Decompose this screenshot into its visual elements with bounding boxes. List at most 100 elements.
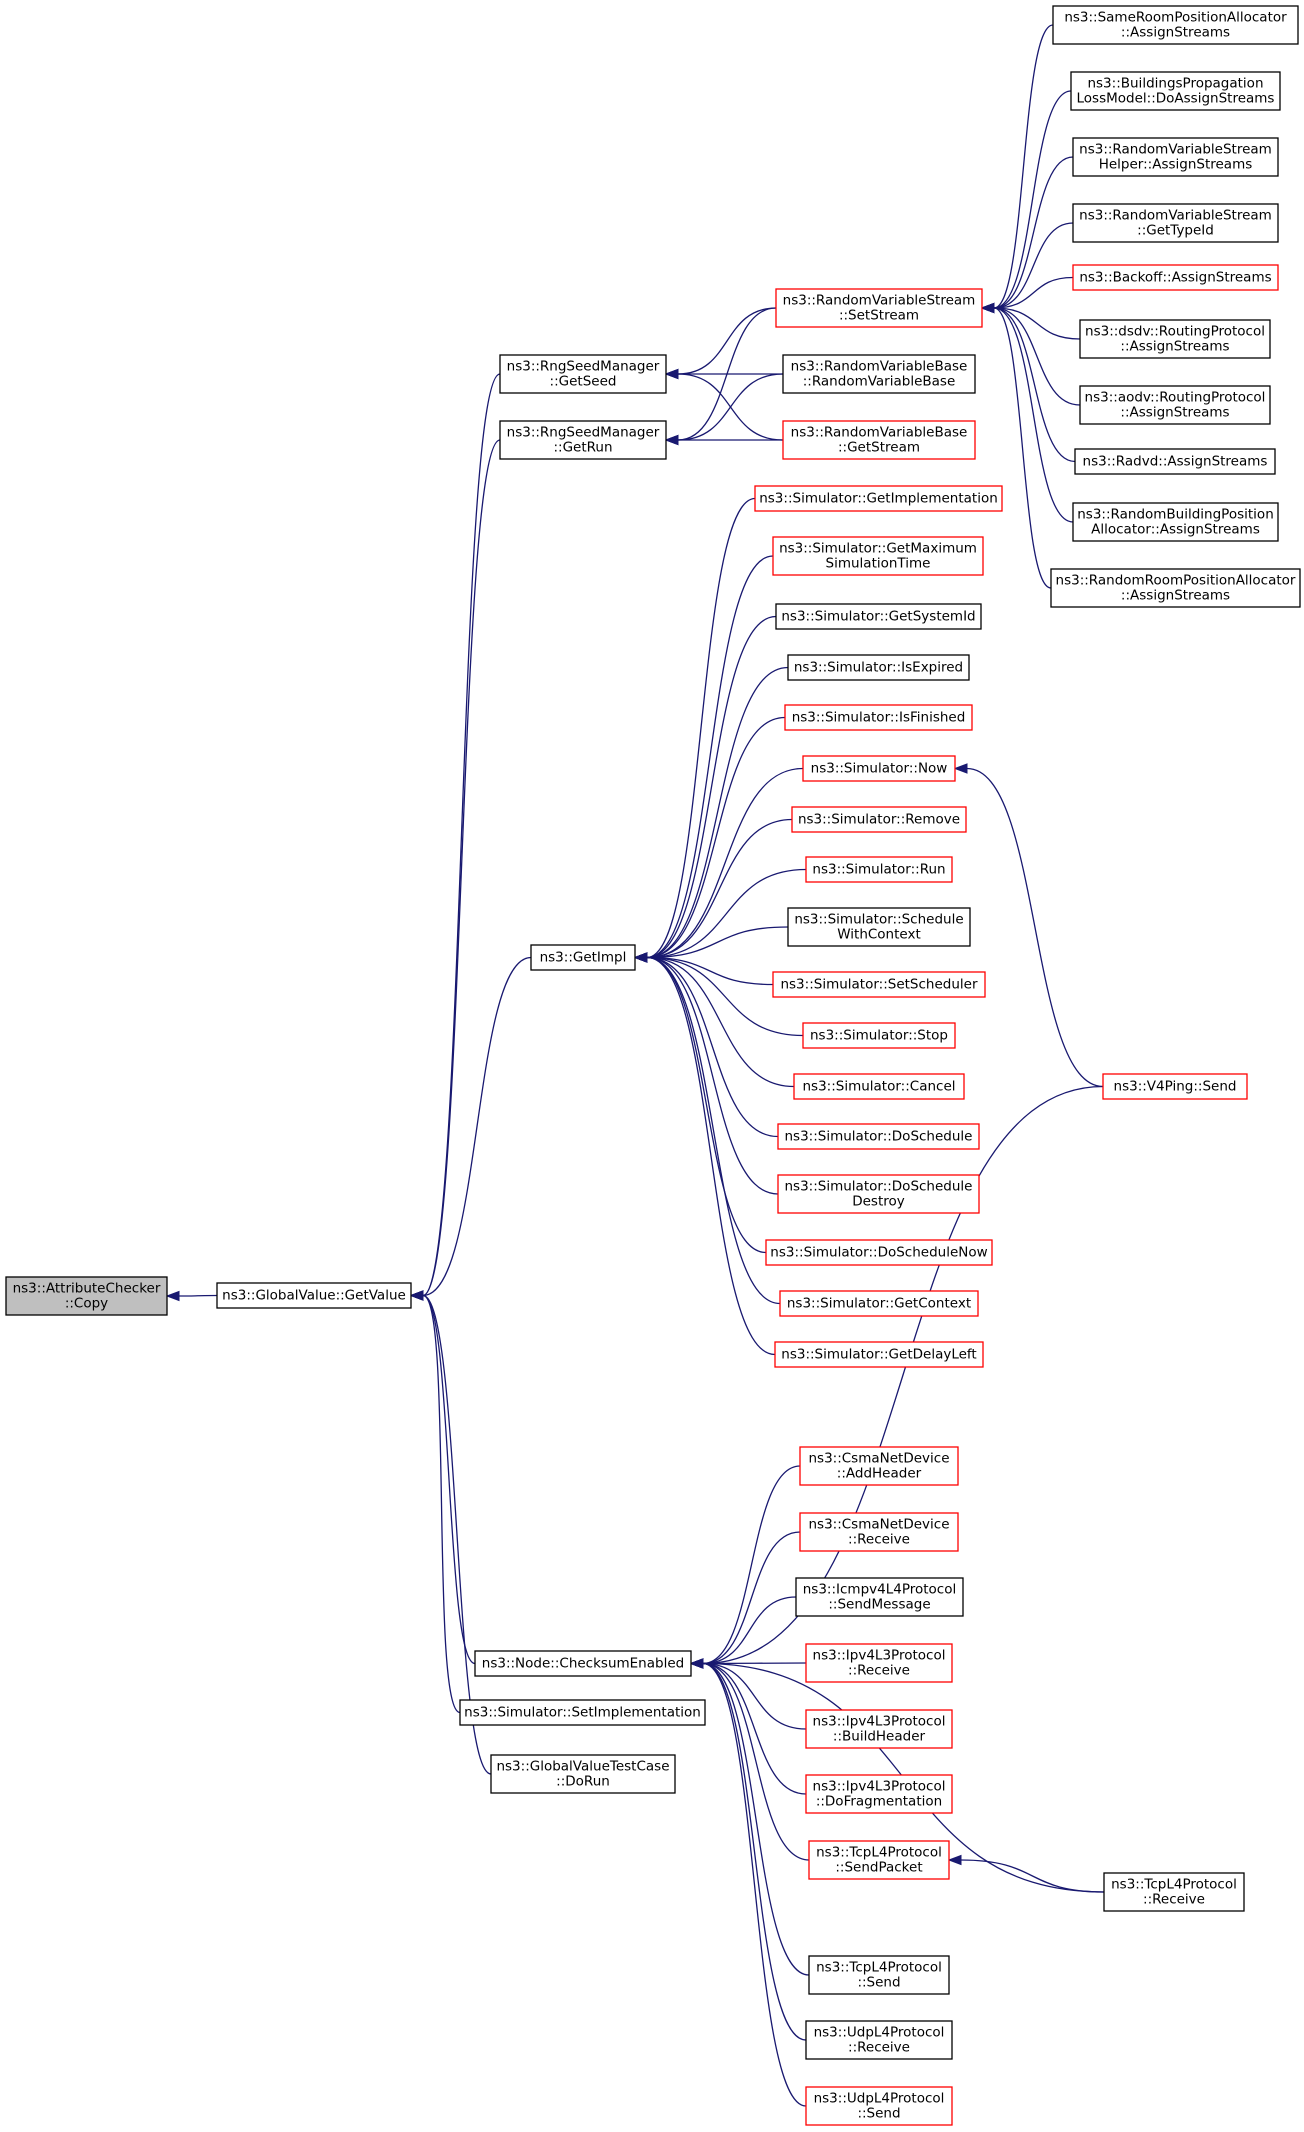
edge-rvs_setstream-to-rng_getseed	[677, 307, 777, 375]
node-sim_setimpl[interactable]: ns3::Simulator::SetImplementation	[459, 1699, 706, 1726]
node-sim_doschedule[interactable]: ns3::Simulator::DoSchedule	[777, 1123, 980, 1150]
node-rng_getrun[interactable]: ns3::RngSeedManager::GetRun	[499, 420, 667, 460]
node-sim_setscheduler[interactable]: ns3::Simulator::SetScheduler	[772, 971, 986, 998]
node-rvs_helper[interactable]: ns3::RandomVariableStreamHelper::AssignS…	[1072, 137, 1279, 177]
node-label-sim_stop-0: ns3::Simulator::Stop	[810, 1028, 948, 1044]
node-label-sim_now-0: ns3::Simulator::Now	[811, 761, 948, 777]
node-label-buildings_prop-1: LossModel::DoAssignStreams	[1077, 91, 1275, 107]
node-sim_cancel[interactable]: ns3::Simulator::Cancel	[793, 1073, 965, 1100]
node-label-attrchecker-1: ::Copy	[65, 1296, 108, 1312]
node-box-sim_doschedule	[777, 1123, 980, 1150]
edge-sim_setscheduler-to-getimpl	[646, 956, 774, 986]
node-ipv4_dofrag[interactable]: ns3::Ipv4L3Protocol::DoFragmentation	[805, 1774, 953, 1814]
node-backoff[interactable]: ns3::Backoff::AssignStreams	[1072, 264, 1279, 291]
node-sim_stop[interactable]: ns3::Simulator::Stop	[802, 1022, 956, 1049]
node-label-rvb_ctor-1: ::RandomVariableBase	[803, 374, 956, 390]
node-label-dsdv-1: ::AssignStreams	[1120, 339, 1229, 355]
edge-sim_getdelayleft-to-getimpl	[646, 956, 776, 1356]
node-label-tcp_send-1: ::Send	[857, 1975, 900, 1991]
node-sim_doschedule_now[interactable]: ns3::Simulator::DoScheduleNow	[765, 1239, 993, 1266]
edge-sim_now-to-getimpl	[646, 767, 804, 959]
node-random_room[interactable]: ns3::RandomRoomPositionAllocator::Assign…	[1050, 568, 1301, 608]
node-csma_addheader[interactable]: ns3::CsmaNetDevice::AddHeader	[799, 1446, 959, 1486]
node-sim_now[interactable]: ns3::Simulator::Now	[802, 755, 956, 782]
node-label-sim_schedule_ctx-1: WithContext	[837, 927, 921, 943]
edge-sim_cancel-to-getimpl	[646, 956, 795, 1088]
node-label-ipv4_dofrag-1: ::DoFragmentation	[816, 1794, 942, 1810]
node-label-sim_setscheduler-0: ns3::Simulator::SetScheduler	[780, 977, 977, 993]
node-node_checksum[interactable]: ns3::Node::ChecksumEnabled	[474, 1650, 692, 1677]
node-gvtest_dorun[interactable]: ns3::GlobalValueTestCase::DoRun	[490, 1754, 676, 1794]
node-box-rng_getseed	[499, 354, 667, 394]
node-attrchecker[interactable]: ns3::AttributeChecker::Copy	[5, 1276, 168, 1316]
node-box-sim_setscheduler	[772, 971, 986, 998]
edge-sim_getsystemid-to-getimpl	[646, 615, 777, 959]
node-dsdv[interactable]: ns3::dsdv::RoutingProtocol::AssignStream…	[1079, 319, 1271, 359]
node-rng_getseed[interactable]: ns3::RngSeedManager::GetSeed	[499, 354, 667, 394]
node-box-csma_receive	[799, 1512, 959, 1552]
node-label-sim_getdelayleft-0: ns3::Simulator::GetDelayLeft	[781, 1347, 976, 1363]
edge-v4ping_send-to-node_checksum	[702, 1085, 1104, 1665]
node-ipv4_buildheader[interactable]: ns3::Ipv4L3Protocol::BuildHeader	[805, 1709, 953, 1749]
node-box-gvtest_dorun	[490, 1754, 676, 1794]
node-box-sim_getcontext	[779, 1290, 979, 1317]
node-label-dsdv-0: ns3::dsdv::RoutingProtocol	[1085, 324, 1265, 340]
node-rvb_getstream[interactable]: ns3::RandomVariableBase::GetStream	[782, 420, 976, 460]
edge-rvb_ctor-to-rng_getrun	[677, 373, 784, 441]
node-label-ipv4_receive-0: ns3::Ipv4L3Protocol	[813, 1648, 946, 1664]
node-rvs_typeid[interactable]: ns3::RandomVariableStream::GetTypeId	[1072, 203, 1279, 243]
node-label-csma_receive-0: ns3::CsmaNetDevice	[808, 1517, 949, 1533]
node-random_building[interactable]: ns3::RandomBuildingPositionAllocator::As…	[1072, 502, 1279, 542]
node-aodv[interactable]: ns3::aodv::RoutingProtocol::AssignStream…	[1079, 385, 1271, 425]
node-sim_remove[interactable]: ns3::Simulator::Remove	[791, 806, 967, 833]
edge-sim_isexpired-to-getimpl	[646, 666, 789, 959]
node-sim_getimplementation[interactable]: ns3::Simulator::GetImplementation	[754, 485, 1003, 512]
node-same_room[interactable]: ns3::SameRoomPositionAllocator::AssignSt…	[1052, 5, 1299, 45]
node-label-rng_getrun-1: ::GetRun	[553, 440, 612, 456]
node-label-rvs_helper-0: ns3::RandomVariableStream	[1079, 142, 1272, 158]
node-tcp_send[interactable]: ns3::TcpL4Protocol::Send	[808, 1955, 950, 1995]
node-label-tcp_sendpacket-1: ::SendPacket	[835, 1860, 922, 1876]
node-label-getimpl-0: ns3::GetImpl	[540, 950, 627, 966]
node-label-udp_send-0: ns3::UdpL4Protocol	[814, 2091, 945, 2107]
node-box-attrchecker	[5, 1276, 168, 1316]
node-tcp_receive[interactable]: ns3::TcpL4Protocol::Receive	[1103, 1872, 1245, 1912]
node-ipv4_receive[interactable]: ns3::Ipv4L3Protocol::Receive	[805, 1643, 953, 1683]
node-sim_getsystemid[interactable]: ns3::Simulator::GetSystemId	[775, 603, 982, 630]
node-sim_run[interactable]: ns3::Simulator::Run	[805, 856, 953, 883]
node-box-rvs_typeid	[1072, 203, 1279, 243]
node-rvs_setstream[interactable]: ns3::RandomVariableStream::SetStream	[775, 288, 983, 328]
node-box-backoff	[1072, 264, 1279, 291]
node-sim_isexpired[interactable]: ns3::Simulator::IsExpired	[787, 654, 970, 681]
edge-rvs_helper-to-rvs_setstream	[993, 156, 1074, 309]
node-udp_receive[interactable]: ns3::UdpL4Protocol::Receive	[805, 2020, 953, 2060]
node-label-icmpv4_send-0: ns3::Icmpv4L4Protocol	[803, 1582, 957, 1598]
node-radvd[interactable]: ns3::Radvd::AssignStreams	[1074, 448, 1276, 475]
node-label-sim_getimplementation-0: ns3::Simulator::GetImplementation	[759, 491, 998, 507]
node-gv_getvalue[interactable]: ns3::GlobalValue::GetValue	[216, 1282, 412, 1309]
edge-ipv4_dofrag-to-node_checksum	[702, 1662, 807, 1795]
node-box-aodv	[1079, 385, 1271, 425]
node-sim_getdelayleft[interactable]: ns3::Simulator::GetDelayLeft	[774, 1341, 984, 1368]
node-csma_receive[interactable]: ns3::CsmaNetDevice::Receive	[799, 1512, 959, 1552]
node-box-buildings_prop	[1070, 71, 1281, 111]
node-buildings_prop[interactable]: ns3::BuildingsPropagationLossModel::DoAs…	[1070, 71, 1281, 111]
node-tcp_sendpacket[interactable]: ns3::TcpL4Protocol::SendPacket	[808, 1840, 950, 1880]
node-v4ping_send[interactable]: ns3::V4Ping::Send	[1102, 1073, 1248, 1100]
node-sim_getcontext[interactable]: ns3::Simulator::GetContext	[779, 1290, 979, 1317]
node-box-sim_getimplementation	[754, 485, 1003, 512]
node-sim_isfinished[interactable]: ns3::Simulator::IsFinished	[784, 704, 973, 731]
node-label-aodv-1: ::AssignStreams	[1120, 405, 1229, 421]
node-label-gvtest_dorun-1: ::DoRun	[556, 1774, 610, 1790]
node-label-sim_getcontext-0: ns3::Simulator::GetContext	[787, 1296, 971, 1312]
node-udp_send[interactable]: ns3::UdpL4Protocol::Send	[805, 2086, 953, 2126]
arrowhead-tcp_receive-to-tcp_sendpacket	[947, 1854, 962, 1866]
node-getimpl[interactable]: ns3::GetImpl	[530, 944, 636, 971]
node-label-rvs_typeid-0: ns3::RandomVariableStream	[1079, 208, 1272, 224]
node-rvb_ctor[interactable]: ns3::RandomVariableBase::RandomVariableB…	[782, 354, 976, 394]
node-box-sim_run	[805, 856, 953, 883]
node-icmpv4_send[interactable]: ns3::Icmpv4L4Protocol::SendMessage	[795, 1577, 964, 1617]
